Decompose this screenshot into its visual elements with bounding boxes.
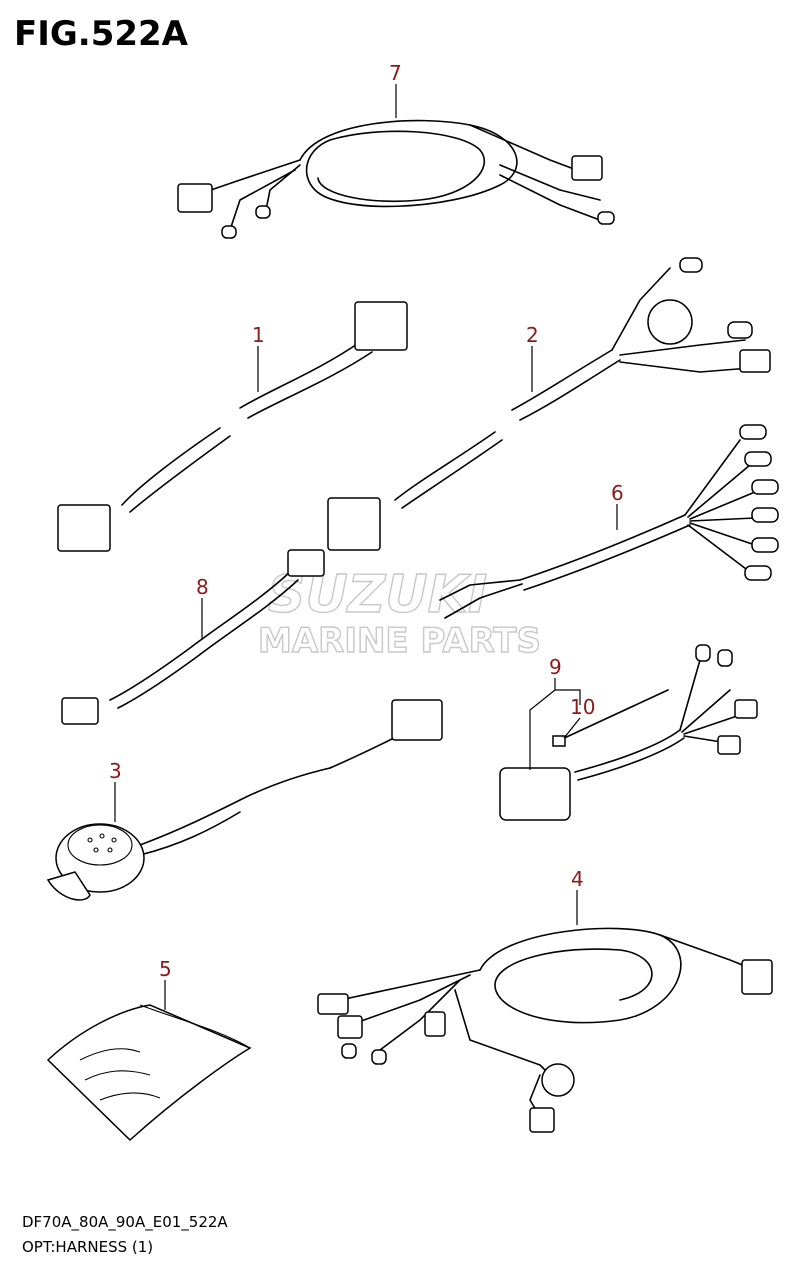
grommet-2: [647, 299, 693, 345]
connector-4e: [529, 1107, 555, 1133]
harness-part-7: [177, 119, 615, 239]
connector-2a: [327, 497, 381, 551]
callout-4: 4: [571, 867, 584, 891]
callout-5: 5: [159, 957, 172, 981]
callout-3: 3: [109, 759, 122, 783]
leader-10: [563, 717, 581, 739]
grommet-4: [541, 1063, 575, 1097]
connector-1a: [354, 301, 408, 351]
terminal-2d: [727, 321, 753, 339]
harness-part-2: [327, 257, 771, 551]
terminal-4g: [371, 1049, 387, 1065]
connector-9d: [717, 735, 741, 755]
buzzer-body: [55, 823, 145, 893]
connector-3a: [391, 699, 443, 741]
callout-9: 9: [549, 655, 562, 679]
relay-9: [499, 767, 571, 821]
connector-9c: [734, 699, 758, 719]
buzzer-face: [67, 824, 133, 866]
connector-8b: [61, 697, 99, 725]
connector-7b: [571, 155, 603, 181]
harness-part-8: [61, 549, 325, 725]
footer-caption: OPT:HARNESS (1): [22, 1238, 154, 1256]
terminal-6a: [739, 424, 767, 440]
harness-part-1: [57, 301, 408, 552]
terminal-6d: [751, 507, 779, 523]
bag-part-5: [46, 1004, 252, 1142]
connector-4b: [317, 993, 349, 1015]
terminal-7c: [597, 211, 615, 225]
buzzer-part-3: [46, 699, 443, 901]
buzzer-flange: [46, 871, 91, 901]
leader-9: [529, 678, 581, 770]
terminal-6b: [744, 451, 772, 467]
terminal-7d: [255, 205, 271, 219]
terminal-9b: [717, 649, 733, 667]
terminal-7e: [221, 225, 237, 239]
connector-8a: [287, 549, 325, 577]
callout-6: 6: [611, 481, 624, 505]
connector-4a: [741, 959, 773, 995]
terminal-6c: [751, 479, 779, 495]
callout-1: 1: [252, 323, 265, 347]
watermark: SUZUKI MARINE PARTS: [257, 564, 541, 661]
callout-8: 8: [196, 575, 209, 599]
connector-4d: [424, 1011, 446, 1037]
terminal-6e: [751, 537, 779, 553]
cable-tie-head: [552, 735, 566, 747]
cable-tie-part-10: [552, 689, 669, 747]
terminal-9a: [695, 644, 711, 662]
callout-2: 2: [526, 323, 539, 347]
harness-part-9: [499, 644, 758, 821]
watermark-line2: MARINE PARTS: [258, 621, 541, 661]
terminal-6f: [744, 565, 772, 581]
harness-part-4: [317, 927, 773, 1133]
connector-2b: [739, 349, 771, 373]
connector-7a: [177, 183, 213, 213]
connector-1b: [57, 504, 111, 552]
figure-title: FIG.522A: [14, 14, 188, 54]
footer-code: DF70A_80A_90A_E01_522A: [22, 1213, 228, 1231]
harness-part-6: [439, 424, 779, 619]
callout-10: 10: [570, 695, 595, 719]
connector-4c: [337, 1015, 363, 1039]
bag-outline: [46, 1004, 252, 1142]
callout-7: 7: [389, 61, 402, 85]
terminal-2c: [679, 257, 703, 273]
terminal-4f: [341, 1043, 357, 1059]
